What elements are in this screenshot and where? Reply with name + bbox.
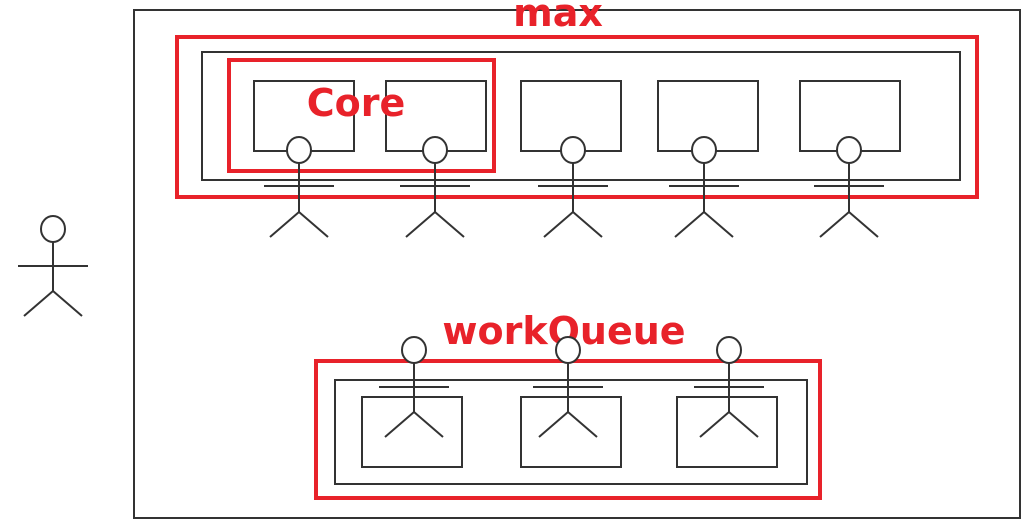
person-icon — [533, 336, 603, 438]
person-icon — [694, 336, 764, 438]
pool-container — [201, 51, 961, 181]
max-label: max — [513, 0, 603, 35]
person-icon — [538, 136, 608, 238]
core-label: Core — [307, 81, 406, 125]
core-region-box — [227, 58, 496, 173]
person-icon — [379, 336, 449, 438]
queue-container — [334, 379, 808, 485]
person-icon — [814, 136, 884, 238]
person-icon — [18, 215, 88, 317]
person-icon — [400, 136, 470, 238]
max-region-box — [175, 35, 979, 199]
queue-slot-2 — [520, 396, 622, 468]
queue-slot-1 — [361, 396, 463, 468]
person-icon — [669, 136, 739, 238]
person-icon — [264, 136, 334, 238]
queue-slot-3 — [676, 396, 778, 468]
outer-frame — [133, 9, 1021, 519]
